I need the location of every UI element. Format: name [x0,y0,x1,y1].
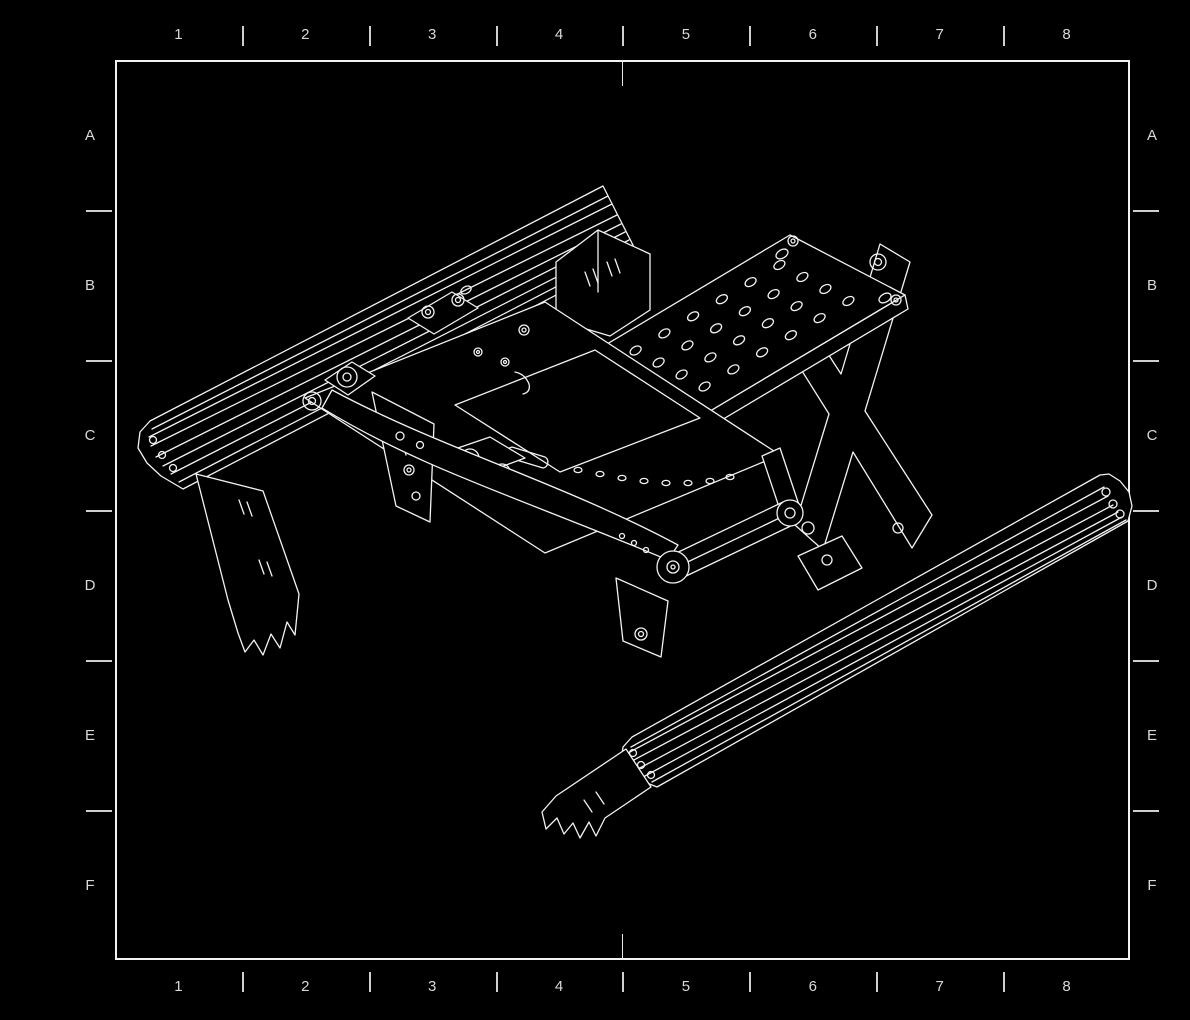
zone-tick [1133,210,1159,212]
extrusion-rail-right [620,473,1133,788]
zone-tick [1133,510,1159,512]
pivot-link [656,499,804,584]
zone-tick [242,26,244,46]
zone-label: F [1147,876,1157,894]
zone-label: C [1146,426,1158,444]
zone-label: C [84,426,96,444]
zone-label: 5 [681,25,691,43]
foot-bracket-left [195,473,300,656]
zone-label: A [84,126,95,144]
zone-label: 4 [554,25,564,43]
rail-connector [797,535,863,591]
extrusion-rail-left [137,185,638,490]
zone-columns-bottom: 1 2 3 4 5 6 7 8 [115,974,1130,998]
zone-label: 7 [935,25,944,43]
zone-label: D [84,576,96,594]
zone-label: 6 [808,977,817,995]
zone-tick [749,972,751,992]
zone-label: 2 [301,977,310,995]
zone-label: 3 [428,25,437,43]
rear-plate [615,577,669,658]
zone-label: 6 [808,25,817,43]
zone-tick [622,26,624,46]
upright-bracket [555,229,651,337]
zone-label: E [1146,726,1157,744]
zone-tick [369,972,371,992]
zone-tick [242,972,244,992]
zone-tick [1003,26,1005,46]
zone-label: 1 [174,977,183,995]
zone-label: 1 [174,25,183,43]
zone-rows-left: A B C D E F [78,60,102,960]
zone-tick [86,210,112,212]
zone-tick [86,360,112,362]
zone-tick [1133,660,1159,662]
zone-tick [876,972,878,992]
zone-tick [876,26,878,46]
center-mark-top [621,60,623,86]
zone-tick [496,972,498,992]
zone-label: 7 [935,977,944,995]
zone-tick [86,510,112,512]
zone-label: B [84,276,95,294]
zone-label: D [1146,576,1158,594]
foot-bracket-center [541,748,652,839]
zone-label: E [84,726,95,744]
center-mark-bottom [621,934,623,960]
zone-label: B [1146,276,1157,294]
zone-tick [496,26,498,46]
zone-tick [1003,972,1005,992]
zone-tick [86,810,112,812]
zone-rows-right: A B C D E F [1140,60,1164,960]
zone-label: 3 [428,977,437,995]
zone-tick [86,660,112,662]
zone-label: 2 [301,25,310,43]
zone-label: 8 [1062,977,1071,995]
zone-label: F [85,876,95,894]
zone-label: 4 [554,977,564,995]
zone-tick [369,26,371,46]
zone-tick [749,26,751,46]
zone-label: 8 [1062,25,1071,43]
zone-label: 5 [681,977,691,995]
zone-label: A [1146,126,1157,144]
zone-tick [1133,810,1159,812]
zone-tick [622,972,624,992]
zone-tick [1133,360,1159,362]
zone-columns-top: 1 2 3 4 5 6 7 8 [115,22,1130,46]
